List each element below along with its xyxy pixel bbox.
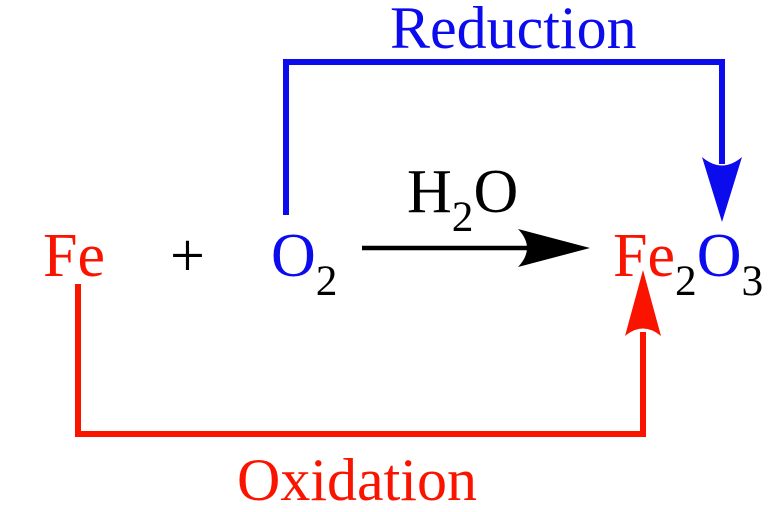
product-fe-subscript: 2 [675,257,697,306]
catalyst-h2o: H2O [407,158,519,239]
oxidation-label: Oxidation [237,447,477,512]
product-fe-symbol: Fe [613,222,675,290]
o2-subscript: 2 [315,257,338,306]
reactant-o2: O2 [271,222,337,303]
plus-sign: + [170,222,205,290]
oxidation-arrowhead-icon [625,270,661,336]
product-o-symbol: O [696,222,742,290]
h2o-subscript: 2 [451,193,474,242]
reduction-arrowhead-icon [702,157,742,222]
reduction-path-line [283,59,725,215]
reaction-arrowhead-icon [518,229,590,267]
product-fe2o3: Fe2O3 [613,222,763,303]
o2-symbol: O [271,222,316,290]
reduction-label: Reduction [390,0,637,61]
h2o-h-symbol: H [407,158,452,226]
h2o-o-symbol: O [473,158,519,226]
reactant-fe: Fe [43,222,105,290]
oxidation-path-line [75,284,646,437]
product-o-subscript: 3 [741,257,764,306]
